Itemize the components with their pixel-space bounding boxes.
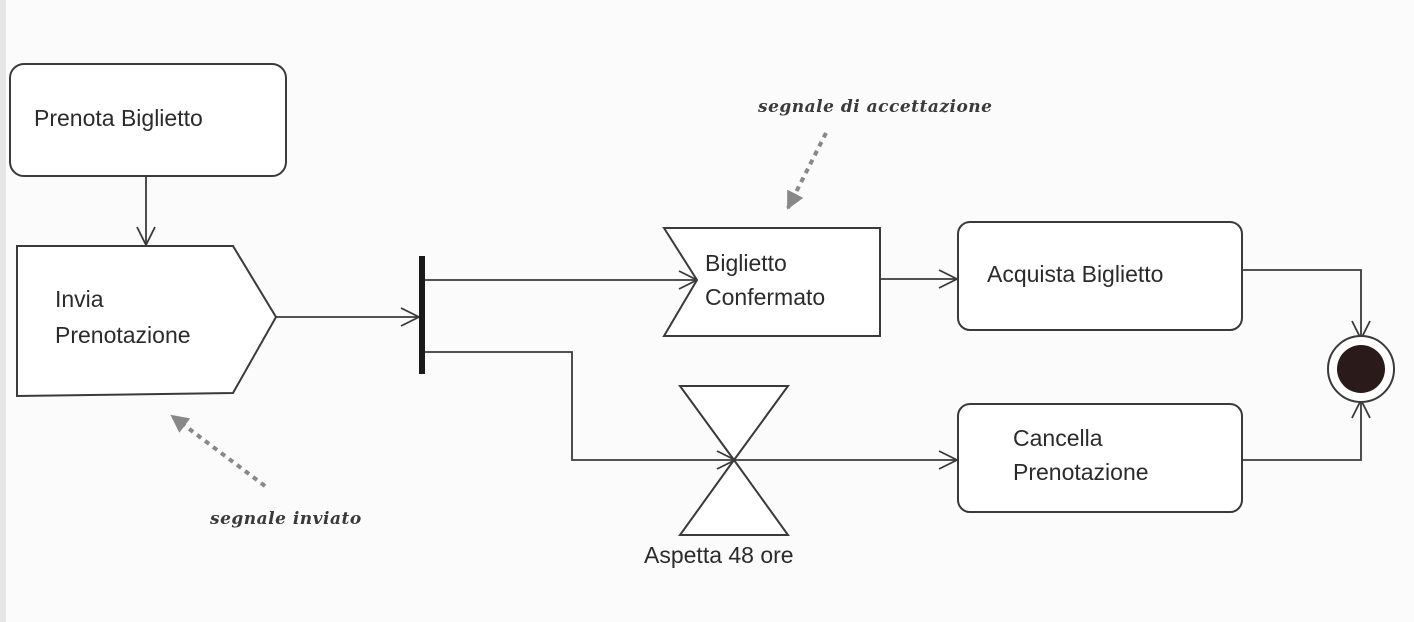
send-signal-shape <box>16 245 278 398</box>
action-label-line1: Cancella <box>1013 425 1103 451</box>
action-prenota-biglietto: Prenota Biglietto <box>9 63 287 177</box>
action-label: Acquista Biglietto <box>987 261 1163 287</box>
accept-signal-biglietto-confermato: Biglietto Confermato <box>662 227 881 337</box>
final-node-dot <box>1337 345 1385 393</box>
accept-signal-shape <box>662 227 881 337</box>
note-accettazione: segnale di accettazione <box>757 97 992 117</box>
action-box <box>9 63 287 177</box>
send-signal-invia-prenotazione: Invia Prenotazione <box>16 245 278 398</box>
flow-cancella-to-end <box>1242 400 1361 461</box>
page-edge <box>0 0 6 622</box>
accept-signal-label-line1: Biglietto <box>705 250 787 276</box>
send-signal-label-line2: Prenotazione <box>55 322 191 348</box>
timer-bottom-triangle <box>678 458 790 536</box>
action-box <box>957 221 1243 331</box>
timer-hourglass-icon <box>678 385 790 536</box>
accept-signal-label-line2: Confermato <box>705 284 825 310</box>
action-label: Prenota Biglietto <box>34 105 203 131</box>
note-accettazione-arrow <box>786 132 828 210</box>
timer-top-triangle <box>678 385 790 462</box>
flow-fork-to-timer <box>425 351 735 460</box>
action-acquista-biglietto: Acquista Biglietto <box>957 221 1243 331</box>
timer-label: Aspetta 48 ore <box>644 542 794 568</box>
final-node <box>1327 335 1395 403</box>
flow-acquista-to-end <box>1242 269 1361 339</box>
action-cancella-prenotazione: Cancella Prenotazione <box>957 403 1243 513</box>
note-inviato-arrow <box>170 414 267 488</box>
action-box <box>957 403 1243 513</box>
action-label-line2: Prenotazione <box>1013 459 1149 485</box>
send-signal-label-line1: Invia <box>55 286 104 312</box>
fork-bar <box>419 256 425 374</box>
note-inviato: segnale inviato <box>209 509 362 529</box>
